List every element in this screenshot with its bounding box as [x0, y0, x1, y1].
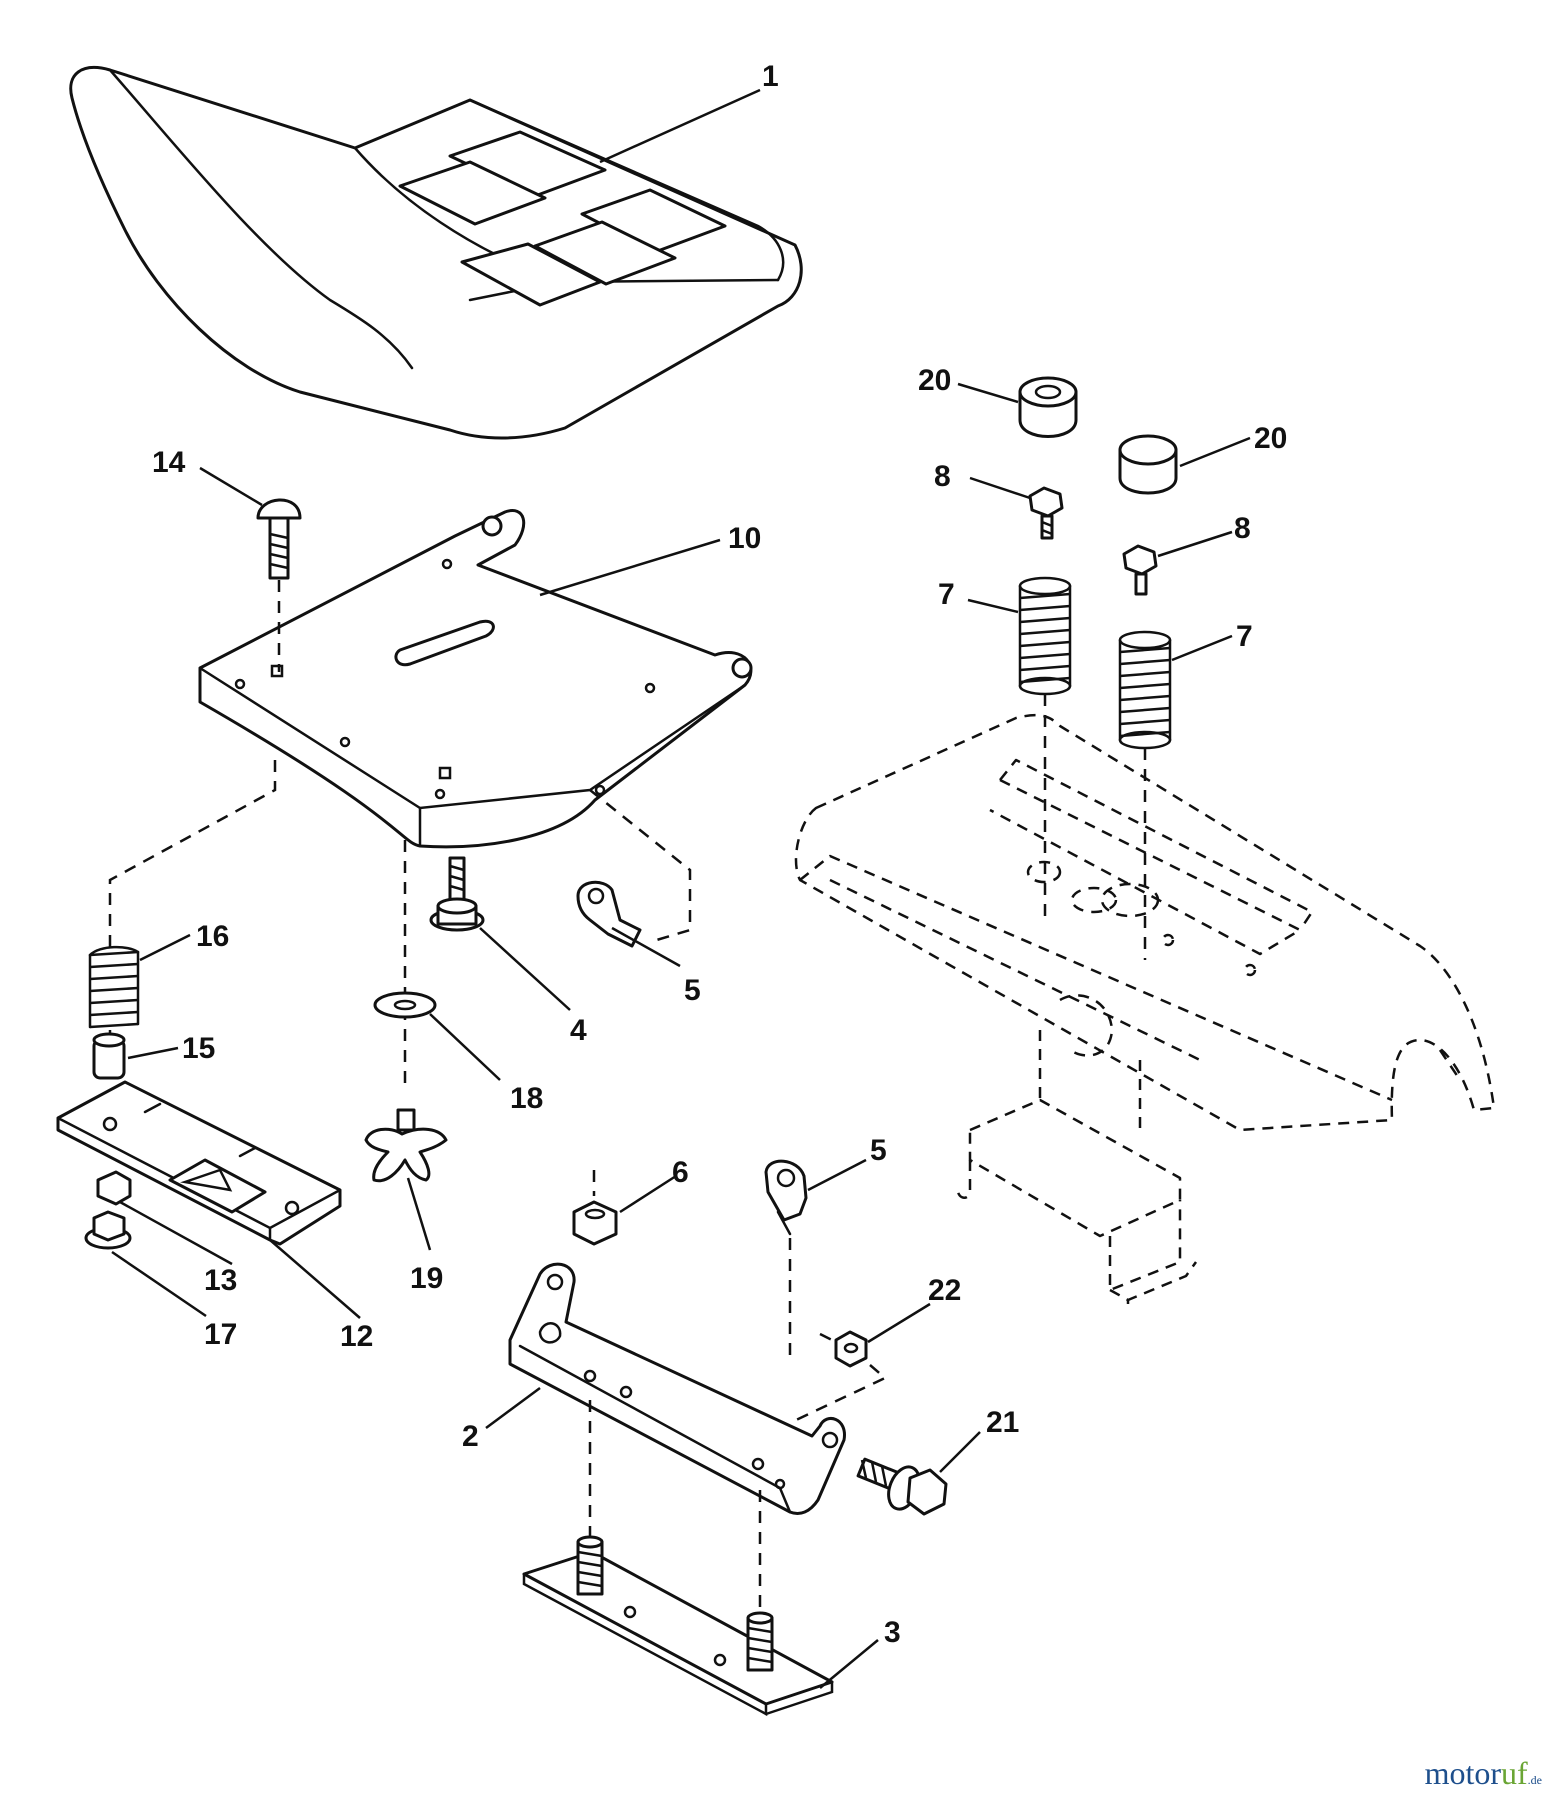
spacer-part-20-right	[1118, 434, 1178, 495]
callout-3: 3	[884, 1616, 901, 1649]
callout-5-lower: 5	[870, 1134, 887, 1167]
leader-22	[867, 1302, 931, 1344]
leader-15	[127, 1046, 179, 1060]
watermark-main: motor	[1424, 1755, 1502, 1791]
nut-part-6	[572, 1200, 618, 1246]
leader-18	[429, 1013, 501, 1081]
shoulder-bolt-part-4	[429, 856, 485, 932]
nut-part-22	[834, 1330, 868, 1368]
callout-7-right: 7	[1236, 620, 1253, 653]
callout-22: 22	[928, 1274, 961, 1307]
callout-5-upper: 5	[684, 974, 701, 1007]
clip-part-5-upper	[576, 880, 642, 948]
callout-4: 4	[570, 1014, 587, 1047]
callout-16: 16	[196, 920, 229, 953]
leader-21	[939, 1431, 981, 1473]
bolt-part-21	[856, 1457, 948, 1516]
leader-13	[119, 1200, 233, 1266]
callout-6: 6	[672, 1156, 689, 1189]
callout-21: 21	[986, 1406, 1019, 1439]
spacer-part-20-left	[1018, 376, 1078, 438]
callout-8-right: 8	[1234, 512, 1251, 545]
callout-7-left: 7	[938, 578, 955, 611]
nut-part-13	[96, 1170, 132, 1206]
leader-20-left	[957, 382, 1019, 404]
leader-10	[539, 538, 721, 597]
callout-13: 13	[204, 1264, 237, 1297]
bolt-part-8-right	[1122, 544, 1158, 596]
leader-16	[139, 933, 191, 962]
callout-19: 19	[410, 1262, 443, 1295]
fender-phantom	[794, 714, 1496, 1304]
spring-part-16	[88, 945, 140, 1029]
leader-7-right	[1171, 634, 1233, 662]
leader-7-left	[967, 598, 1019, 614]
plate-part-12	[56, 1080, 342, 1246]
watermark-logo: motoruf.de	[1425, 1755, 1542, 1792]
dash-22-left	[819, 1332, 837, 1344]
dash-22-right	[795, 1364, 888, 1422]
callout-8-left: 8	[934, 460, 951, 493]
bolt-part-8-left	[1028, 486, 1064, 540]
callout-10: 10	[728, 522, 761, 555]
dash-pan-right	[589, 789, 692, 944]
leader-6	[619, 1174, 677, 1214]
leader-19	[406, 1177, 432, 1251]
seat-pan-part-10	[198, 509, 753, 849]
callout-17: 17	[204, 1318, 237, 1351]
seat-part-1	[69, 66, 803, 440]
knob-part-19	[364, 1108, 448, 1183]
leader-14	[199, 466, 263, 507]
flange-nut-part-17	[84, 1210, 132, 1250]
callout-20-left: 20	[918, 364, 951, 397]
leader-1	[599, 88, 761, 164]
callout-2: 2	[462, 1420, 479, 1453]
watermark-tld: .de	[1527, 1773, 1542, 1787]
leader-2	[485, 1386, 541, 1430]
leader-5-upper	[611, 926, 681, 968]
callout-14: 14	[152, 446, 186, 479]
carriage-bolt-part-14	[256, 498, 302, 580]
leader-8-right	[1157, 530, 1233, 558]
dash-pan-left	[108, 760, 277, 950]
spring-part-7-left	[1018, 576, 1072, 696]
watermark-accent: uf	[1501, 1755, 1528, 1791]
leader-3	[819, 1639, 879, 1689]
leader-5-lower	[807, 1158, 867, 1192]
callout-1: 1	[762, 60, 779, 93]
callout-20-right: 20	[1254, 422, 1287, 455]
leader-17	[111, 1250, 207, 1318]
bushing-part-15	[92, 1032, 126, 1080]
spring-part-7-right	[1118, 630, 1172, 750]
leader-4	[479, 927, 571, 1011]
clip-part-5-lower	[764, 1159, 808, 1236]
callout-12: 12	[340, 1320, 373, 1353]
callout-15: 15	[182, 1032, 215, 1065]
callout-18: 18	[510, 1082, 543, 1115]
leader-12	[269, 1239, 361, 1319]
leader-20-right	[1179, 436, 1251, 468]
washer-part-18	[373, 991, 437, 1019]
bracket-part-2	[508, 1262, 846, 1515]
leader-8-left	[969, 476, 1031, 500]
plate-part-3	[522, 1535, 834, 1717]
